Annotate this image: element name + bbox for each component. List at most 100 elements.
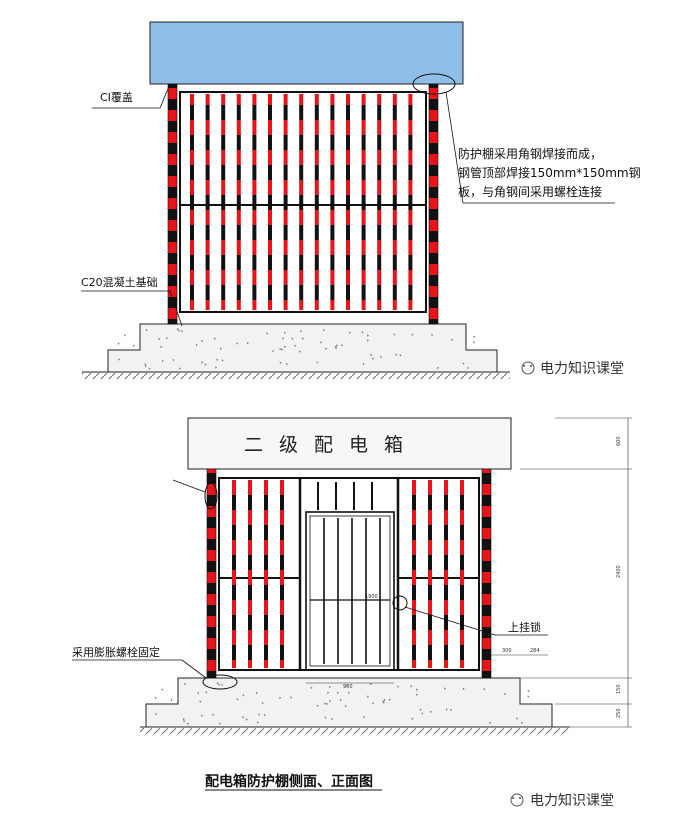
concrete-speckle xyxy=(395,353,398,357)
watermark-text-bottom: 电力知识课堂 xyxy=(530,792,614,809)
concrete-speckle xyxy=(242,716,245,719)
front-bar xyxy=(444,480,448,668)
concrete-speckle xyxy=(279,696,282,700)
concrete-speckle xyxy=(527,689,530,693)
front-foundation xyxy=(140,677,570,734)
concrete-speckle xyxy=(279,347,282,351)
side-bar xyxy=(283,94,288,310)
concrete-speckle xyxy=(393,333,396,336)
concrete-speckle xyxy=(366,695,369,699)
concrete-speckle xyxy=(144,365,147,368)
concrete-speckle xyxy=(255,691,258,695)
concrete-speckle xyxy=(161,359,164,363)
front-left-post xyxy=(206,468,217,679)
concrete-speckle xyxy=(197,692,200,695)
concrete-speckle xyxy=(445,708,448,711)
concrete-speckle xyxy=(172,358,175,362)
front-bar xyxy=(248,480,252,668)
concrete-speckle xyxy=(148,367,151,371)
side-bar xyxy=(314,94,319,310)
concrete-speckle xyxy=(256,721,259,724)
right-dimensions: 600 2400 150 250 xyxy=(520,417,632,728)
concrete-speckle xyxy=(473,335,476,339)
right-post xyxy=(428,83,439,325)
concrete-speckle xyxy=(399,354,402,357)
concrete-speckle xyxy=(489,721,492,725)
concrete-speckle xyxy=(181,330,184,333)
concrete-speckle xyxy=(372,357,375,360)
lock-label: 上挂锁 xyxy=(508,620,541,634)
concrete-speckle xyxy=(290,696,293,699)
watermark-text-top: 电力知识课堂 xyxy=(540,360,624,377)
concrete-speckle xyxy=(236,342,239,345)
concrete-speckle xyxy=(216,682,219,685)
concrete-speckle xyxy=(266,332,269,335)
concrete-speckle xyxy=(462,687,465,691)
joint-highlight xyxy=(412,73,456,95)
concrete-speckle xyxy=(397,685,400,689)
concrete-speckle xyxy=(336,344,339,347)
concrete-speckle xyxy=(328,685,331,689)
note-line-2: 钢管顶部焊接150mm*150mm钢 xyxy=(458,165,641,180)
foundation xyxy=(82,323,510,379)
left-joint-highlight xyxy=(204,482,218,510)
dim-side-b: 284 xyxy=(530,648,540,654)
concrete-speckle xyxy=(201,361,204,364)
concrete-speckle xyxy=(283,331,286,335)
concrete-speckle xyxy=(218,683,221,687)
concrete-speckle xyxy=(178,329,181,332)
concrete-speckle xyxy=(272,350,275,353)
concrete-speckle xyxy=(214,337,217,340)
figure-caption: 配电箱防护棚侧面、正面图 xyxy=(205,773,373,790)
concrete-speckle xyxy=(516,717,519,720)
front-bar xyxy=(412,480,416,668)
concrete-speckle xyxy=(450,708,453,712)
concrete-speckle xyxy=(215,366,218,369)
concrete-speckle xyxy=(421,712,424,715)
concrete-speckle xyxy=(145,328,148,332)
side-bar xyxy=(299,94,304,310)
side-bar xyxy=(361,94,366,310)
concrete-speckle xyxy=(294,344,297,348)
concrete-speckle xyxy=(166,336,169,340)
concrete-speckle xyxy=(176,328,179,331)
side-bar xyxy=(268,94,272,310)
side-bar xyxy=(252,94,257,310)
concrete-speckle xyxy=(201,339,204,343)
left-post xyxy=(167,83,178,325)
concrete-speckle xyxy=(366,339,369,342)
front-view: 二级配电箱 1900 上挂锁 采用膨 xyxy=(72,417,632,734)
concrete-speckle xyxy=(382,700,385,703)
concrete-speckle xyxy=(201,714,204,718)
concrete-speckle xyxy=(366,334,369,337)
concrete-speckle xyxy=(411,333,414,336)
dim-door-width: 900 xyxy=(343,684,353,690)
dim-right-lower2: 250 xyxy=(616,708,622,718)
concrete-speckle xyxy=(429,710,432,714)
concrete-speckle xyxy=(326,702,329,706)
side-bar xyxy=(330,94,335,310)
concrete-speckle xyxy=(436,366,439,370)
side-bar xyxy=(205,94,210,310)
concrete-speckle xyxy=(521,721,524,725)
concrete-speckle xyxy=(154,696,157,700)
concrete-speckle xyxy=(242,694,245,697)
concrete-speckle xyxy=(184,682,187,686)
concrete-speckle xyxy=(473,340,476,344)
concrete-speckle xyxy=(221,359,224,362)
concrete-speckle xyxy=(335,346,338,350)
concrete-speckle xyxy=(327,691,330,695)
concrete-speckle xyxy=(291,337,294,340)
cover-label: CI覆盖 xyxy=(100,90,133,104)
concrete-speckle xyxy=(139,342,142,345)
concrete-speckle xyxy=(372,701,375,705)
concrete-speckle xyxy=(329,700,332,703)
bolt-highlight xyxy=(202,674,238,690)
concrete-speckle xyxy=(331,717,334,721)
concrete-speckle xyxy=(369,682,372,686)
front-bar xyxy=(428,480,432,668)
concrete-speckle xyxy=(286,362,289,366)
front-bar xyxy=(280,480,284,668)
front-right-post xyxy=(481,468,492,679)
